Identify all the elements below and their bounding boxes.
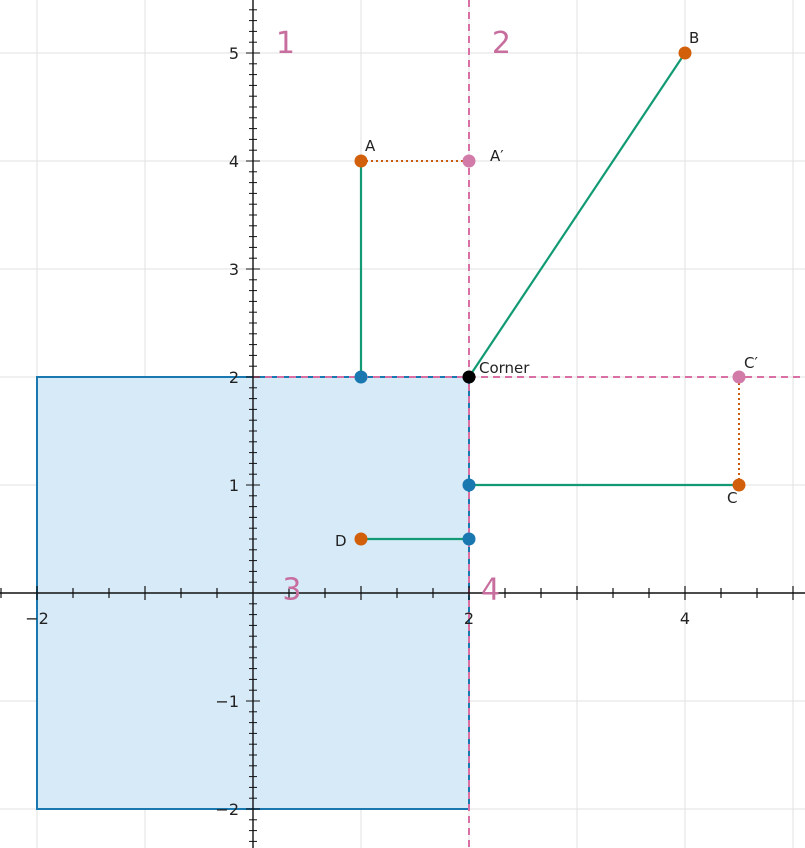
point-d [354, 532, 368, 546]
distance-segments [359, 52, 740, 541]
x-tick-label: 4 [680, 609, 690, 628]
region-label-4: 4 [481, 573, 500, 608]
y-tick-label: −2 [215, 800, 239, 819]
corner-point [462, 370, 476, 384]
region-label-3: 3 [282, 573, 301, 608]
label-a-prime: A′ [490, 147, 504, 165]
segment-b [468, 52, 686, 378]
region-label-2: 2 [492, 26, 511, 61]
label-corner: Corner [479, 359, 530, 377]
point-c [732, 478, 746, 492]
label-d: D [335, 532, 347, 550]
point-b [678, 46, 692, 60]
labels: A B C D A′ C′ Corner 1 2 3 4 [276, 26, 759, 607]
closest-point [354, 370, 368, 384]
y-tick-label: −1 [215, 692, 239, 711]
projected-point [732, 370, 746, 384]
x-tick-label: 2 [464, 609, 474, 628]
closest-point [462, 478, 476, 492]
y-tick-label: 2 [229, 368, 239, 387]
label-c-prime: C′ [744, 354, 758, 372]
region-label-1: 1 [276, 26, 295, 61]
y-tick-label: 5 [229, 44, 239, 63]
y-tick-label: 3 [229, 260, 239, 279]
label-c: C [727, 489, 737, 507]
label-a: A [365, 137, 376, 155]
x-tick-label: −2 [25, 609, 49, 628]
closest-point [462, 532, 476, 546]
label-b: B [689, 29, 699, 47]
boundary-extensions [253, 0, 805, 848]
projected-point [462, 154, 476, 168]
points [354, 46, 746, 546]
y-tick-label: 4 [229, 152, 239, 171]
point-a [354, 154, 368, 168]
y-tick-label: 1 [229, 476, 239, 495]
